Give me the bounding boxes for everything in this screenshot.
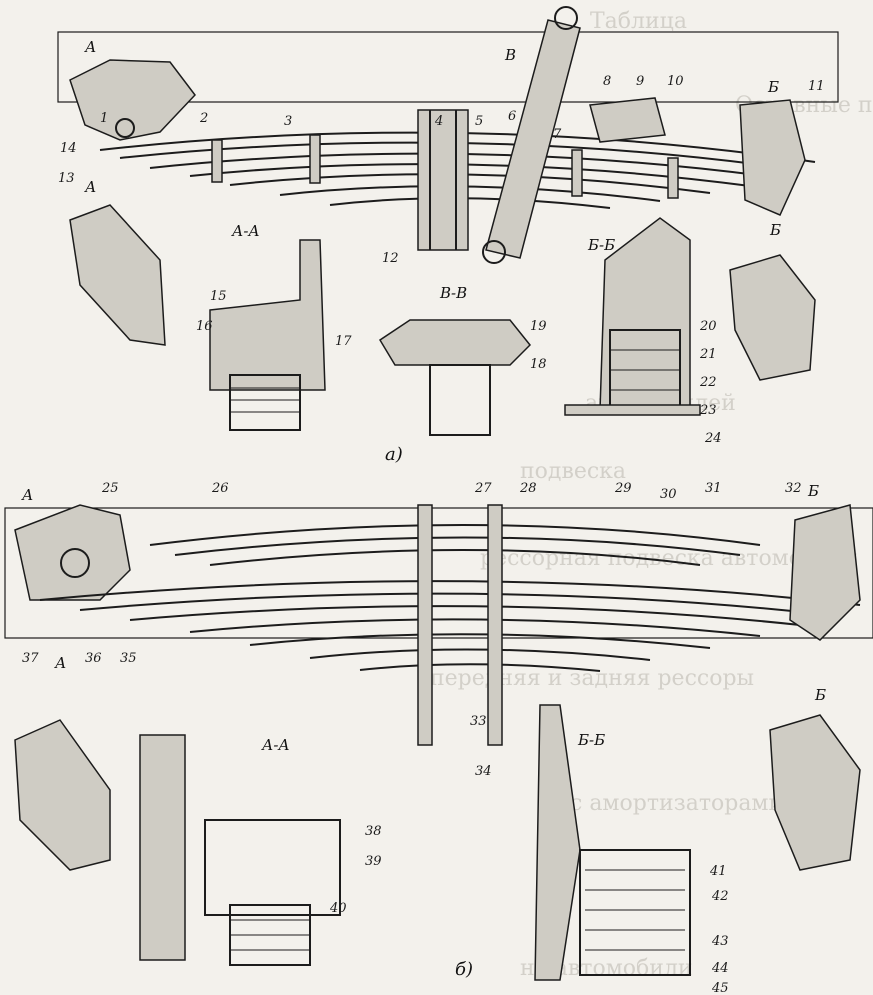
perspective-bracket-a-right [729, 254, 816, 381]
callout: 42 [711, 889, 729, 904]
callout: 27 [474, 481, 492, 496]
rear-bracket-a [739, 99, 806, 216]
callout: 34 [475, 764, 492, 779]
bg-line-1: Таблица [590, 9, 687, 34]
main-spring-b [39, 580, 861, 672]
cut-mark: В [504, 46, 516, 64]
callout: 1 [100, 111, 108, 126]
frame-rail [57, 31, 839, 103]
section-title-a-aa: А-А [231, 222, 260, 240]
callout: 11 [808, 79, 825, 94]
section-title-a-vv: В-В [439, 284, 467, 302]
callout: 35 [120, 651, 137, 666]
callout: 21 [699, 347, 717, 362]
clamp-2 [309, 134, 321, 184]
callout: 9 [636, 74, 644, 89]
callout: 40 [329, 901, 347, 916]
callout: 37 [22, 651, 39, 666]
callout: 32 [785, 481, 802, 496]
callout: 2 [199, 111, 208, 126]
clamp-1 [211, 139, 223, 183]
section-b-bb [534, 704, 691, 981]
cut-mark: Б [767, 78, 779, 96]
callouts-a: 1 2 3 4 5 6 7 8 9 10 11 12 13 14 15 16 1… [58, 74, 825, 446]
callout: 45 [711, 981, 729, 995]
cut-mark: Б [814, 686, 826, 704]
section-title-b-aa: А-А [261, 736, 290, 754]
perspective-bracket-b-right [769, 714, 861, 871]
callouts-b: 25 26 27 28 29 30 31 32 33 34 35 36 37 3… [22, 481, 802, 995]
cut-mark: А [54, 654, 66, 672]
callout: 23 [699, 403, 717, 418]
front-suspension-assembly [57, 6, 839, 264]
front-bracket-b [14, 504, 131, 601]
bg-line-7: с амортизаторами [570, 791, 783, 816]
callout: 22 [699, 375, 717, 390]
callout: 3 [284, 114, 292, 129]
callout: 31 [705, 481, 722, 496]
caption-b: б) [455, 959, 473, 980]
callout: 30 [660, 487, 677, 502]
cut-plane-marks: А А Б Б В А А Б Б [21, 38, 826, 704]
callout: 6 [508, 109, 516, 124]
callout: 44 [711, 961, 729, 976]
section-a-aa [209, 239, 326, 431]
front-eye-b [60, 548, 90, 578]
callout: 41 [709, 864, 727, 879]
rear-bracket-b [789, 504, 861, 641]
callout: 18 [530, 357, 547, 372]
cut-mark: Б [807, 482, 819, 500]
section-title-b-bb: Б-Б [577, 731, 605, 749]
u-bolt-right-b [487, 504, 503, 746]
callout: 29 [614, 481, 632, 496]
shock-absorber [482, 6, 581, 264]
clamp-3 [571, 149, 583, 197]
callout: 24 [704, 431, 722, 446]
rear-suspension-assembly [4, 504, 873, 746]
cut-mark: А [84, 178, 96, 196]
callout: 33 [470, 714, 487, 729]
section-b-aa [139, 734, 341, 966]
callout: 5 [475, 114, 483, 129]
callout: 13 [58, 171, 75, 186]
callout: 12 [382, 251, 399, 266]
front-bracket [69, 59, 196, 141]
section-a-vv [378, 319, 532, 436]
perspective-bracket-b-left [14, 719, 111, 871]
callout: 16 [196, 319, 213, 334]
callout: 17 [335, 334, 352, 349]
callout: 8 [603, 74, 611, 89]
u-bolt-left-b [417, 504, 433, 746]
front-pin [115, 118, 135, 138]
slider-support [589, 97, 666, 143]
cut-mark: А [21, 486, 33, 504]
callout: 39 [365, 854, 382, 869]
cut-mark: А [84, 38, 96, 56]
callout: 19 [530, 319, 547, 334]
callout: 4 [434, 114, 443, 129]
callout: 25 [101, 481, 119, 496]
callout: 26 [211, 481, 229, 496]
caption-a: а) [385, 444, 403, 465]
callout: 10 [667, 74, 684, 89]
frame-rail-b [4, 507, 873, 639]
bg-line-4: подвеска [520, 459, 626, 484]
u-bolt-assembly [417, 109, 469, 251]
callout: 7 [553, 127, 562, 142]
callout: 14 [60, 141, 77, 156]
auxiliary-spring [149, 524, 761, 566]
callout: 38 [365, 824, 382, 839]
clamp-4 [667, 157, 679, 199]
callout: 15 [210, 289, 227, 304]
callout: 43 [711, 934, 729, 949]
callout: 28 [519, 481, 537, 496]
cut-mark: Б [769, 221, 781, 239]
section-title-a-bb: Б-Б [587, 236, 615, 254]
section-a-bb [564, 217, 701, 416]
perspective-bracket-a-left [69, 204, 166, 346]
callout: 20 [699, 319, 717, 334]
callout: 36 [85, 651, 102, 666]
